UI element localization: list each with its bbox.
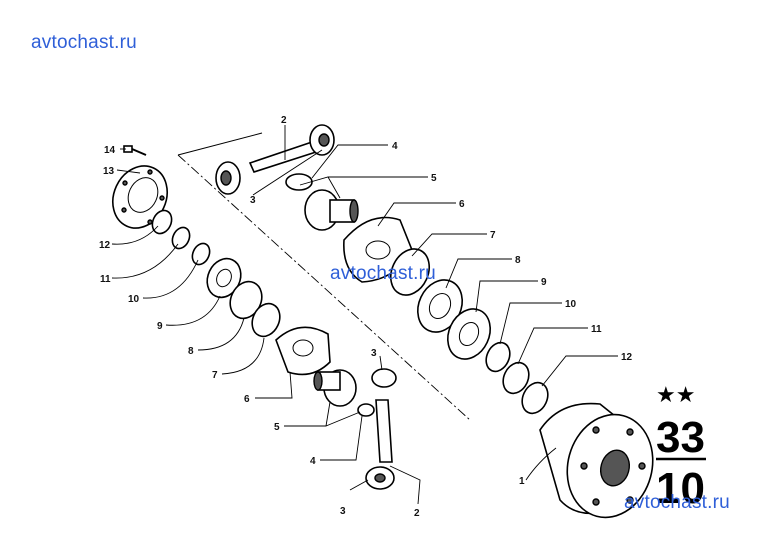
- half-case-lower: [275, 326, 331, 376]
- bolt: [123, 145, 147, 156]
- watermark-bottom: avtochast.ru: [624, 492, 730, 513]
- thrust-washer-right: [502, 361, 530, 395]
- side-gear-upper-left: [215, 161, 241, 195]
- spring-washer-right: [485, 341, 511, 373]
- pinion-shaft-lower: [375, 399, 393, 463]
- callout-5-left: 5: [274, 422, 280, 433]
- differential-gear-upper: [304, 189, 359, 231]
- callout-11-left: 11: [100, 274, 111, 285]
- side-gear-upper-right: [309, 124, 335, 156]
- watermark-top: avtochast.ru: [31, 32, 137, 53]
- shim-ring-right: [521, 381, 549, 415]
- callout-8-left: 8: [188, 346, 194, 357]
- group-bracket-line: [177, 132, 263, 156]
- callout-9-right: 9: [541, 277, 547, 288]
- callout-2-top: 2: [281, 115, 287, 126]
- friction-disc-right: [389, 248, 431, 296]
- callout-4-left: 4: [310, 456, 316, 467]
- callout-3-mid: 3: [371, 348, 377, 359]
- callout-1: 1: [519, 476, 525, 487]
- callout-9-left: 9: [157, 321, 163, 332]
- pressure-disc-right: [447, 308, 491, 360]
- callout-7-left: 7: [212, 370, 218, 381]
- callout-13: 13: [103, 166, 115, 177]
- callout-6-left: 6: [244, 394, 250, 405]
- callout-12-left: 12: [99, 240, 111, 251]
- gear-thrust-washer: [285, 173, 313, 191]
- gear-thrust-washer-lower: [357, 403, 375, 417]
- center-axis-line: [177, 154, 471, 421]
- callout-2-bottom: 2: [414, 508, 420, 519]
- callout-10-right: 10: [565, 299, 577, 310]
- thrust-washer: [171, 226, 191, 250]
- cover-plate: [112, 165, 168, 229]
- callout-3-top: 3: [250, 195, 256, 206]
- callout-8-right: 8: [515, 255, 521, 266]
- shim-ring: [151, 209, 173, 235]
- group-stars: ★★: [656, 383, 695, 408]
- callout-6-right: 6: [459, 199, 465, 210]
- callout-11-right: 11: [591, 324, 602, 335]
- side-gear-lower-mid: [371, 368, 397, 388]
- group-main-number: 33: [656, 413, 705, 462]
- callout-5-right: 5: [431, 173, 437, 184]
- pinion-shaft-upper: [248, 140, 318, 173]
- friction-disc-left: [251, 302, 281, 338]
- spring-washer: [191, 242, 211, 266]
- differential-housing: [539, 402, 654, 519]
- differential-gear-lower: [313, 369, 357, 407]
- side-gear-lower-bottom: [365, 466, 395, 490]
- callout-12-right: 12: [621, 352, 633, 363]
- callout-14: 14: [104, 145, 116, 156]
- callout-4-top: 4: [392, 141, 398, 152]
- group-sub-number: 10: [656, 464, 705, 513]
- watermark-middle: avtochast.ru: [330, 263, 436, 284]
- callout-7-right: 7: [490, 230, 496, 241]
- callout-10-left: 10: [128, 294, 140, 305]
- callout-3-bottom: 3: [340, 506, 346, 517]
